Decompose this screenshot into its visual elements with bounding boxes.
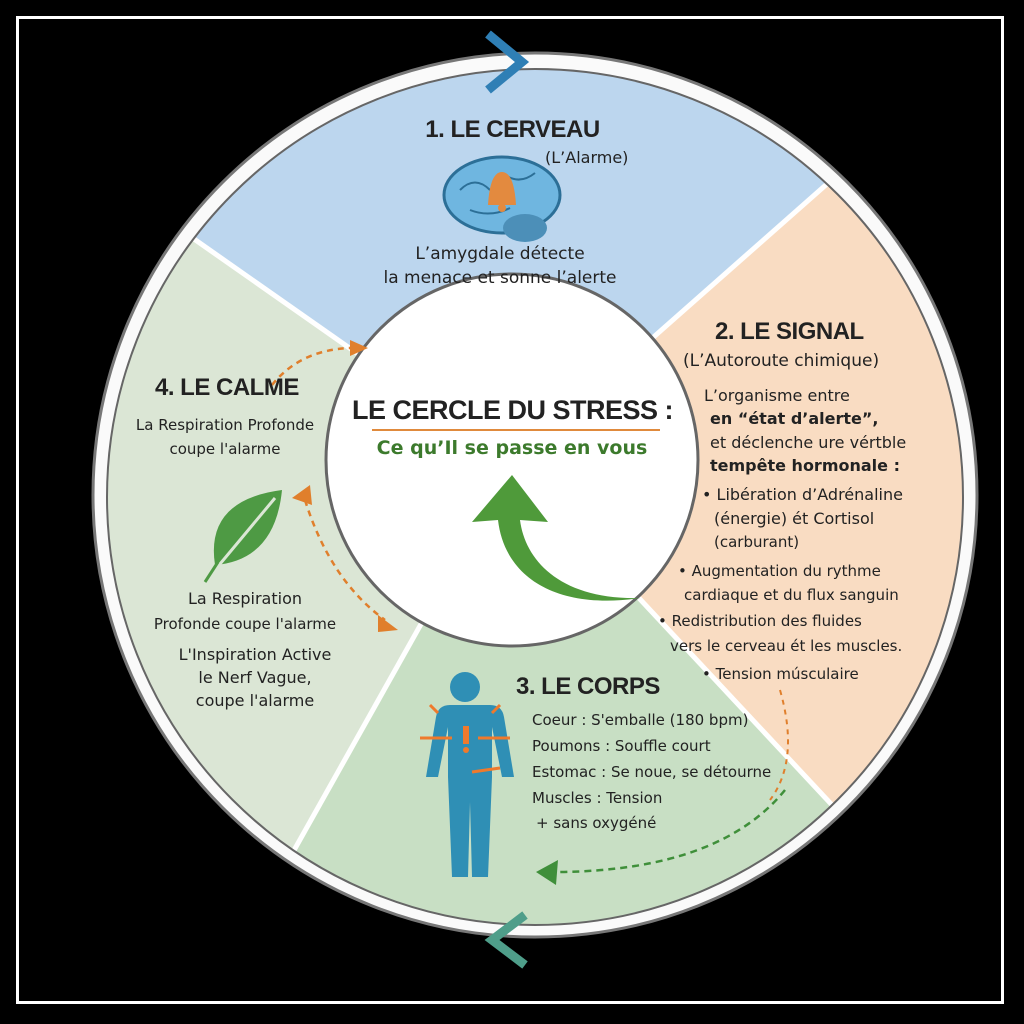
leaf-icon — [203, 490, 282, 583]
border-frame — [16, 16, 1004, 1004]
green-curved-arrow-icon — [472, 475, 640, 601]
chevron-left-icon — [484, 911, 528, 969]
chevron-right-icon — [485, 30, 530, 94]
dashed-arrow-calm-to-brain — [271, 346, 351, 386]
body-title: 3. LE CORPS — [516, 673, 660, 700]
center-subtitle: Ce qu’Il se passe en vous — [376, 437, 648, 459]
signal-bullet-3b: vers le cerveau ét les muscles. — [670, 637, 903, 655]
body-line-3: Estomac : Se noue, se détourne — [532, 763, 772, 781]
signal-intro-4: tempête hormonale : — [710, 456, 900, 475]
calm-line-3: La Respiration — [187, 589, 302, 608]
signal-bullet-4: • Tension músculaire — [702, 665, 859, 683]
signal-bullet-2b: cardiaque et du flux sanguin — [684, 586, 899, 604]
calm-line-7: coupe l'alarme — [195, 691, 315, 710]
signal-bullet-1c: (carburant) — [714, 533, 800, 551]
brain-title: 1. LE CERVEAU — [425, 116, 600, 143]
dashed-arrow-to-calm — [559, 789, 786, 874]
signal-intro-2: en “état d’alerte”, — [710, 409, 879, 428]
dashed-arrow-signal-to-body — [769, 689, 789, 801]
brain-line-2: la menace et sonne l’alerte — [383, 268, 617, 288]
signal-intro-1: L’organisme entre — [704, 386, 850, 405]
signal-title: 2. LE SIGNAL — [715, 318, 864, 345]
brain-line-1: L’amygdale détecte — [415, 244, 585, 264]
body-line-5: + sans oxygéné — [536, 814, 657, 832]
signal-intro-3: et déclenche ure vértble — [710, 433, 907, 452]
signal-bullet-1b: (énergie) ét Cortisol — [714, 509, 875, 528]
signal-bullet-1: • Libération d’Adrénaline — [702, 485, 903, 504]
signal-subtitle: (L’Autoroute chimique) — [683, 351, 880, 371]
center-title: LE CERCLE DU STRESS : — [352, 395, 674, 425]
signal-bullet-2: • Augmentation du rythme — [678, 562, 881, 580]
signal-bullet-3: • Redistribution des fluides — [658, 612, 862, 630]
alert-icons — [420, 703, 510, 774]
calm-line-1: La Respiration Profonde — [135, 416, 315, 434]
body-line-4: Muscles : Tension — [532, 789, 663, 807]
calm-line-2: coupe l'alarme — [169, 440, 281, 458]
center-circle — [324, 272, 700, 648]
calm-title: 4. LE CALME — [155, 374, 299, 401]
calm-line-6: le Nerf Vague, — [198, 668, 312, 687]
calm-line-4: Profonde coupe l'alarme — [153, 615, 337, 633]
body-line-1: Coeur : S'emballe (180 bpm) — [532, 711, 749, 729]
human-body-icon — [426, 672, 514, 877]
brain-bell-icon — [442, 155, 562, 242]
body-line-2: Poumons : Souffle court — [532, 737, 711, 755]
calm-line-5: L'Inspiration Active — [178, 645, 332, 664]
brain-subtitle: (L’Alarme) — [545, 148, 629, 167]
dashed-arrow-calm — [303, 499, 386, 622]
